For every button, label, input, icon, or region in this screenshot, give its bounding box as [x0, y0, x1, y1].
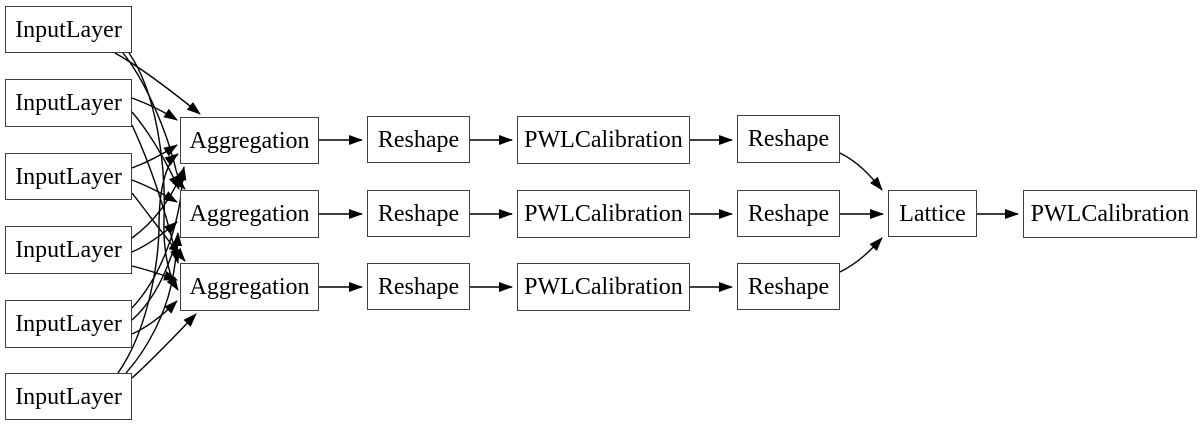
node-label: InputLayer [15, 90, 122, 116]
node-reshape_post_2: Reshape [737, 190, 840, 237]
node-label: InputLayer [15, 16, 122, 43]
edge-reshape_post_1-lattice [839, 152, 883, 191]
edge-input_layer_2-aggregation_1 [131, 97, 178, 121]
edge-input_layer_6-aggregation_2 [125, 232, 183, 374]
node-input_layer_6: InputLayer [5, 373, 132, 420]
node-pwl_calibration_2: PWLCalibration [517, 190, 690, 238]
node-label: Reshape [377, 273, 460, 300]
node-aggregation_1: Aggregation [180, 117, 319, 164]
node-label: Lattice [899, 200, 966, 227]
node-input_layer_3: InputLayer [5, 153, 132, 200]
node-reshape_pre_1: Reshape [367, 116, 470, 163]
node-reshape_pre_2: Reshape [367, 190, 470, 237]
edge-input_layer_1-aggregation_1 [114, 52, 201, 115]
node-pwl_calibration_3: PWLCalibration [517, 263, 690, 311]
node-aggregation_3: Aggregation [180, 263, 319, 311]
node-aggregation_2: Aggregation [180, 190, 319, 238]
node-label: InputLayer [15, 311, 122, 337]
node-label: Reshape [747, 200, 830, 227]
node-input_layer_1: InputLayer [5, 6, 132, 53]
node-label: Aggregation [189, 201, 310, 227]
node-input_layer_2: InputLayer [5, 79, 132, 127]
node-pwl_calibration_1: PWLCalibration [517, 116, 690, 164]
node-label: PWLCalibration [524, 274, 683, 300]
edge-reshape_post_3-lattice [839, 237, 883, 273]
node-reshape_post_3: Reshape [737, 263, 840, 310]
edge-input_layer_4-aggregation_2 [131, 221, 178, 253]
edge-input_layer_1-aggregation_3 [128, 52, 179, 291]
node-reshape_post_1: Reshape [737, 115, 840, 163]
node-label: PWLCalibration [1030, 201, 1190, 227]
node-input_layer_5: InputLayer [5, 300, 132, 348]
node-reshape_pre_3: Reshape [367, 263, 470, 310]
node-label: Reshape [377, 126, 460, 153]
edge-input_layer_5-aggregation_2 [131, 237, 179, 321]
edge-input_layer_3-aggregation_2 [131, 179, 178, 203]
node-lattice: Lattice [888, 190, 977, 237]
node-label: InputLayer [15, 383, 122, 410]
edge-input_layer_6-aggregation_1 [117, 153, 179, 374]
node-label: InputLayer [15, 237, 122, 263]
node-label: PWLCalibration [524, 201, 683, 227]
node-label: Aggregation [189, 127, 310, 154]
node-label: PWLCalibration [524, 127, 683, 153]
edge-input_layer_6-aggregation_3 [131, 313, 197, 379]
node-label: Reshape [747, 273, 830, 300]
node-label: InputLayer [15, 163, 122, 190]
edge-input_layer_3-aggregation_1 [131, 144, 178, 169]
node-label: Aggregation [189, 274, 310, 300]
node-pwl_calibration_output: PWLCalibration [1023, 190, 1197, 238]
node-label: Reshape [747, 126, 830, 152]
node-label: Reshape [377, 200, 460, 227]
edge-input_layer_5-aggregation_3 [131, 300, 178, 335]
edge-input_layer_5-aggregation_1 [131, 166, 187, 309]
node-input_layer_4: InputLayer [5, 226, 132, 274]
